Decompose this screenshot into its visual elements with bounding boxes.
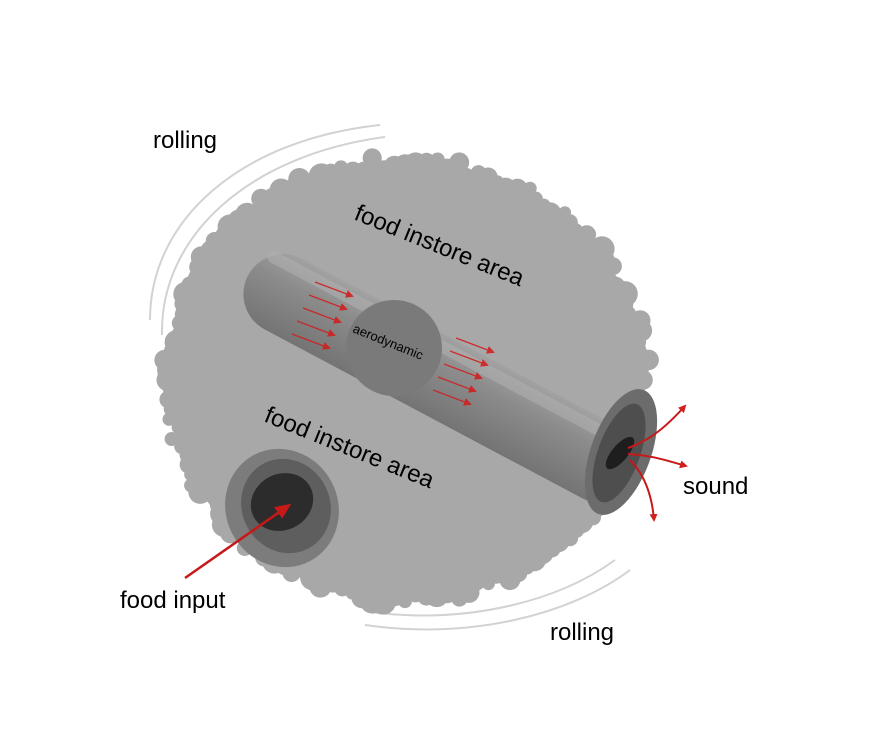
rolling-lines-bottom xyxy=(364,559,631,631)
label-rolling-top: rolling xyxy=(153,127,217,154)
sound-wave-arrows-icon xyxy=(627,404,688,522)
label-food-input: food input xyxy=(120,587,226,614)
rolling-lines-top xyxy=(149,124,386,336)
label-sound: sound xyxy=(683,473,748,500)
input-arrow-icon xyxy=(184,503,292,580)
aerodynamic-core xyxy=(346,300,442,396)
label-rolling-bottom: rolling xyxy=(550,619,614,646)
airflow-arrows-icon xyxy=(291,281,495,406)
